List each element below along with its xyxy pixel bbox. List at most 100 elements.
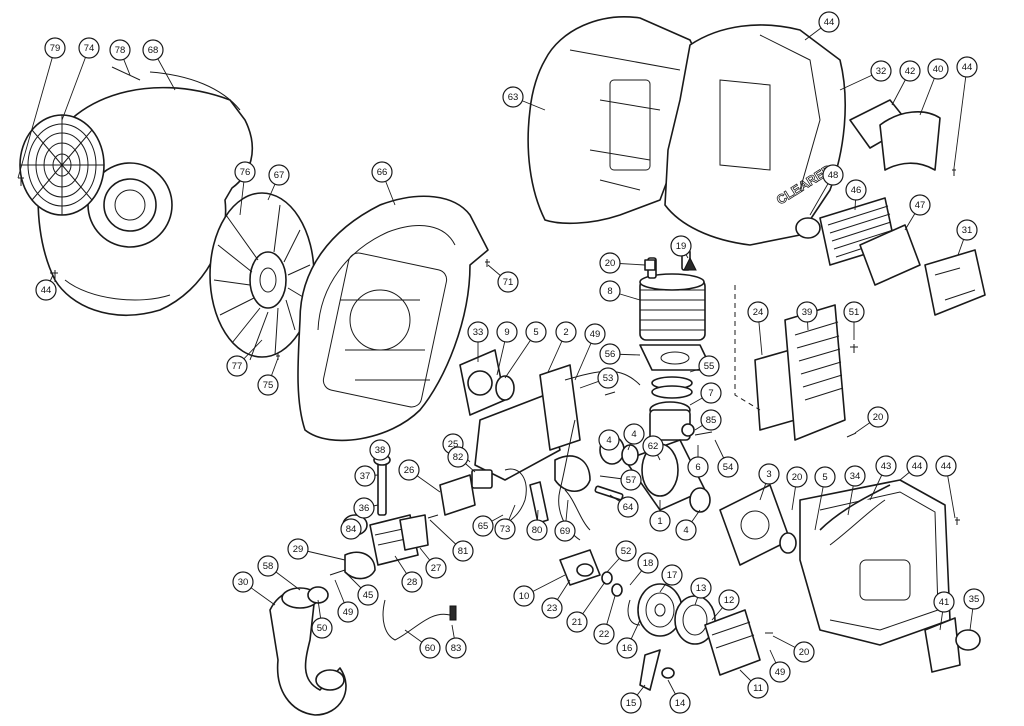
part-impeller — [209, 192, 315, 361]
callout-number: 51 — [849, 307, 860, 318]
callout-9: 9 — [496, 321, 518, 343]
callout-4: 4 — [598, 429, 620, 451]
callout-circle — [956, 219, 978, 241]
callout-circle — [496, 321, 518, 343]
callout-63: 63 — [502, 86, 524, 108]
callout-number: 47 — [915, 200, 926, 211]
callout-76: 76 — [234, 161, 256, 183]
callout-circle — [287, 538, 309, 560]
callout-7: 7 — [700, 382, 722, 404]
callout-number: 58 — [263, 561, 274, 572]
callout-circle — [340, 518, 362, 540]
callout-circle — [747, 301, 769, 323]
callout-number: 43 — [881, 461, 892, 472]
callout-circle — [232, 571, 254, 593]
callout-number: 64 — [623, 502, 634, 513]
callout-number: 44 — [962, 62, 973, 73]
callout-14: 14 — [669, 692, 691, 714]
callout-4: 4 — [623, 423, 645, 445]
callout-number: 5 — [533, 327, 538, 338]
callout-49: 49 — [584, 323, 606, 345]
leader-line — [953, 66, 968, 169]
callout-circle — [541, 597, 563, 619]
callout-number: 3 — [766, 469, 771, 480]
part-frame — [799, 479, 951, 646]
callout-8: 8 — [599, 280, 621, 302]
callout-number: 83 — [451, 643, 462, 654]
callout-number: 74 — [84, 43, 95, 54]
callout-number: 8 — [607, 286, 612, 297]
callout-number: 73 — [500, 524, 511, 535]
callout-circle — [747, 677, 769, 699]
callout-circle — [616, 637, 638, 659]
callout-3: 3 — [758, 463, 780, 485]
callout-number: 63 — [508, 92, 519, 103]
callout-13: 13 — [690, 577, 712, 599]
callout-number: 36 — [359, 503, 370, 514]
callout-number: 19 — [676, 241, 687, 252]
callout-circle — [690, 577, 712, 599]
callout-number: 17 — [667, 570, 678, 581]
callout-40: 40 — [927, 58, 949, 80]
callout-circle — [956, 56, 978, 78]
callout-number: 49 — [590, 329, 601, 340]
callout-circle — [793, 641, 815, 663]
callout-circle — [257, 555, 279, 577]
callout-circle — [599, 252, 621, 274]
callout-67: 67 — [268, 164, 290, 186]
callout-circle — [525, 321, 547, 343]
callout-80: 80 — [526, 519, 548, 541]
callout-circle — [796, 301, 818, 323]
callout-46: 46 — [845, 179, 867, 201]
callout-number: 20 — [799, 647, 810, 658]
part-gasket-piston — [639, 344, 713, 441]
callout-number: 48 — [828, 170, 839, 181]
callout-number: 10 — [519, 591, 530, 602]
callout-38: 38 — [369, 439, 391, 461]
callout-45: 45 — [357, 584, 379, 606]
callout-82: 82 — [447, 446, 469, 468]
callout-27: 27 — [425, 557, 447, 579]
callout-number: 62 — [648, 441, 659, 452]
callout-number: 2 — [563, 327, 568, 338]
part-crankcase-half — [719, 484, 797, 566]
part-crankcase — [459, 349, 641, 481]
callout-circle — [268, 164, 290, 186]
callout-number: 38 — [375, 445, 386, 456]
part-intake-grille — [19, 114, 105, 216]
callout-circle — [623, 423, 645, 445]
callout-circle — [909, 194, 931, 216]
callout-number: 46 — [851, 185, 862, 196]
callout-circle — [786, 466, 808, 488]
callout-number: 71 — [503, 277, 514, 288]
callout-circle — [452, 540, 474, 562]
callout-number: 12 — [724, 595, 735, 606]
callout-number: 4 — [683, 525, 688, 536]
callout-circle — [599, 280, 621, 302]
callout-number: 56 — [605, 349, 616, 360]
callout-number: 76 — [240, 167, 251, 178]
callout-circle — [554, 520, 576, 542]
callout-79: 79 — [44, 37, 66, 59]
callout-circle — [142, 39, 164, 61]
callout-number: 30 — [238, 577, 249, 588]
callout-circle — [597, 367, 619, 389]
callout-50: 50 — [311, 617, 333, 639]
callout-81: 81 — [452, 540, 474, 562]
callout-31: 31 — [956, 219, 978, 241]
callout-number: 26 — [404, 465, 415, 476]
callout-circle — [526, 519, 548, 541]
callout-circle — [845, 179, 867, 201]
callout-circle — [875, 455, 897, 477]
callout-4: 4 — [675, 519, 697, 541]
callout-circle — [843, 301, 865, 323]
callout-83: 83 — [445, 637, 467, 659]
callout-number: 85 — [706, 415, 717, 426]
callout-21: 21 — [566, 611, 588, 633]
callout-number: 49 — [775, 667, 786, 678]
callout-circle — [906, 455, 928, 477]
callout-44: 44 — [818, 11, 840, 33]
callout-circle — [497, 271, 519, 293]
callout-circle — [369, 439, 391, 461]
callout-number: 15 — [626, 698, 637, 709]
